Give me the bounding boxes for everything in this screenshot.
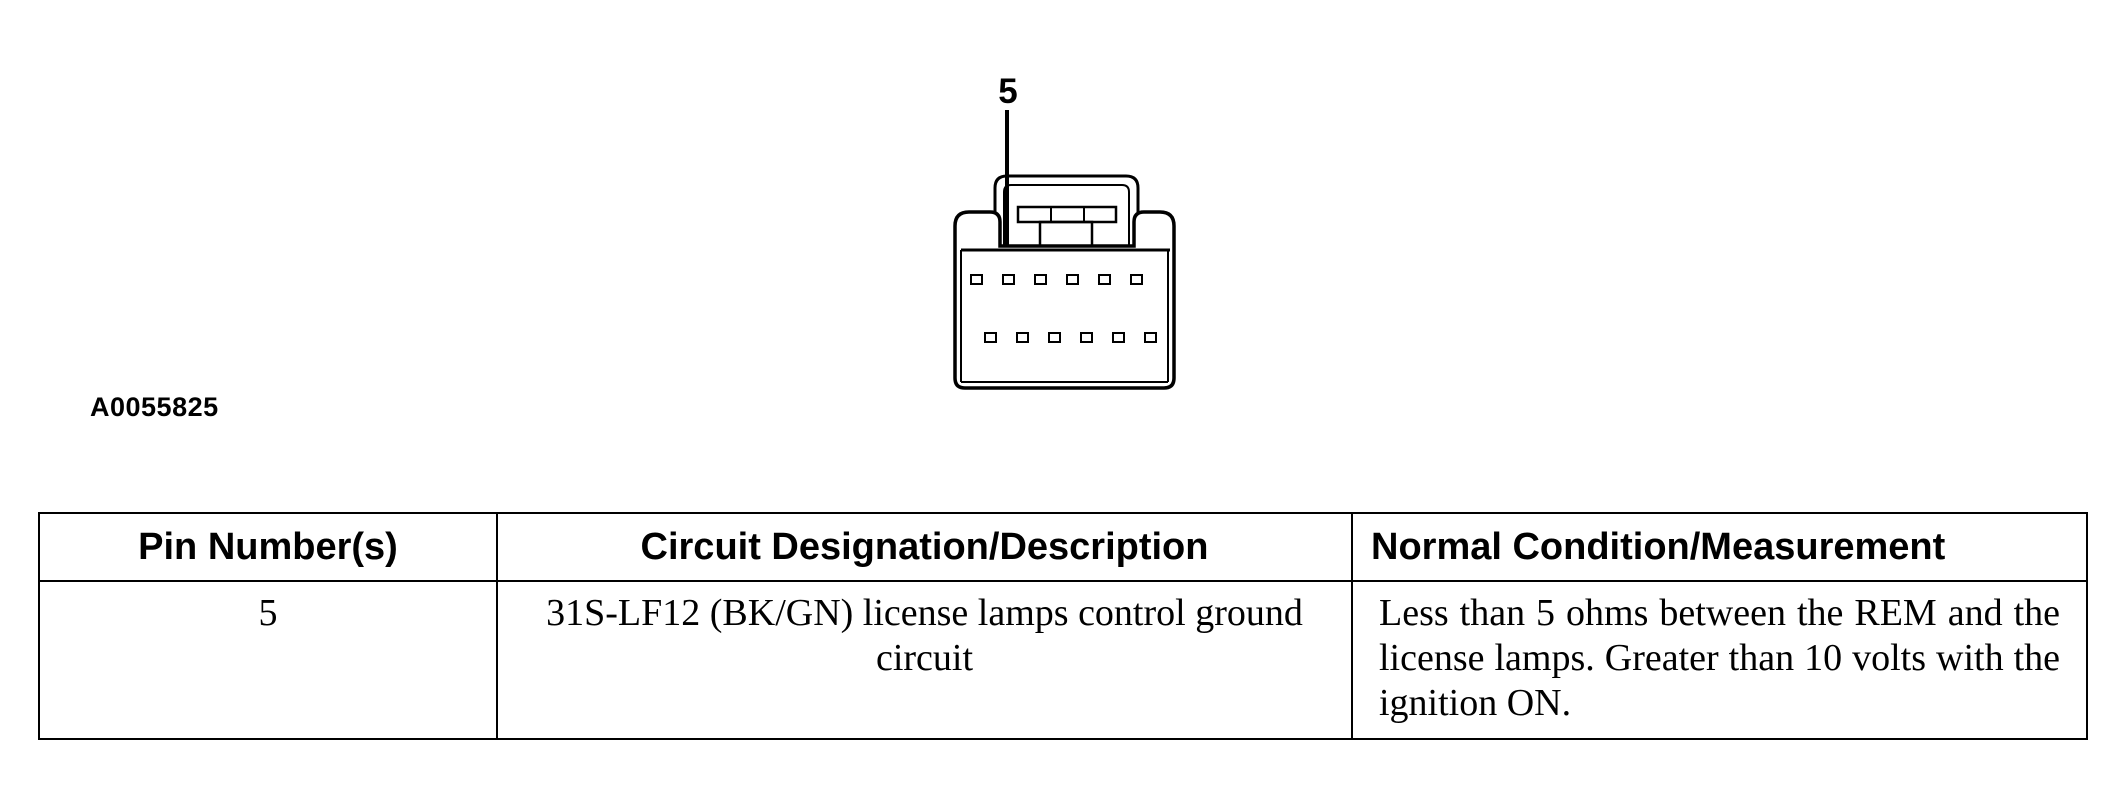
connector-diagram: 5 (953, 72, 1176, 390)
top-row-pin-cavity (970, 274, 983, 285)
circuit-description-cell: 31S-LF12 (BK/GN) license lamps control g… (496, 580, 1353, 740)
top-row-pin-cavity (1066, 274, 1079, 285)
top-row-pin-cavity (1130, 274, 1143, 285)
figure-id: A0055825 (90, 392, 219, 422)
connector-latch (993, 174, 1140, 250)
pin-callout-label: 5 (998, 72, 1017, 111)
circuit-description-header: Circuit Designation/Description (496, 512, 1353, 582)
pin-table: Pin Number(s) Circuit Designation/Descri… (38, 512, 2088, 740)
top-row-pin-cavity (1098, 274, 1111, 285)
top-row-pin-cavity (1034, 274, 1047, 285)
bottom-row-pin-cavity (1080, 332, 1093, 343)
connector-housing (953, 210, 1176, 390)
top-row-pin-cavity (1002, 274, 1015, 285)
table-row: 5 31S-LF12 (BK/GN) license lamps control… (38, 580, 2088, 740)
bottom-row-pin-cavity (1144, 332, 1157, 343)
table-header-row: Pin Number(s) Circuit Designation/Descri… (38, 512, 2088, 582)
bottom-row-pin-cavity (1048, 332, 1061, 343)
bottom-row-pin-cavity (1112, 332, 1125, 343)
bottom-row-pin-cavity (1016, 332, 1029, 343)
pin-number-cell: 5 (38, 580, 498, 740)
pin-cavities (970, 274, 1157, 343)
pin-number-header: Pin Number(s) (38, 512, 498, 582)
normal-condition-header: Normal Condition/Measurement (1351, 512, 2088, 582)
normal-condition-cell: Less than 5 ohms between the REM and the… (1351, 580, 2088, 740)
bottom-row-pin-cavity (984, 332, 997, 343)
